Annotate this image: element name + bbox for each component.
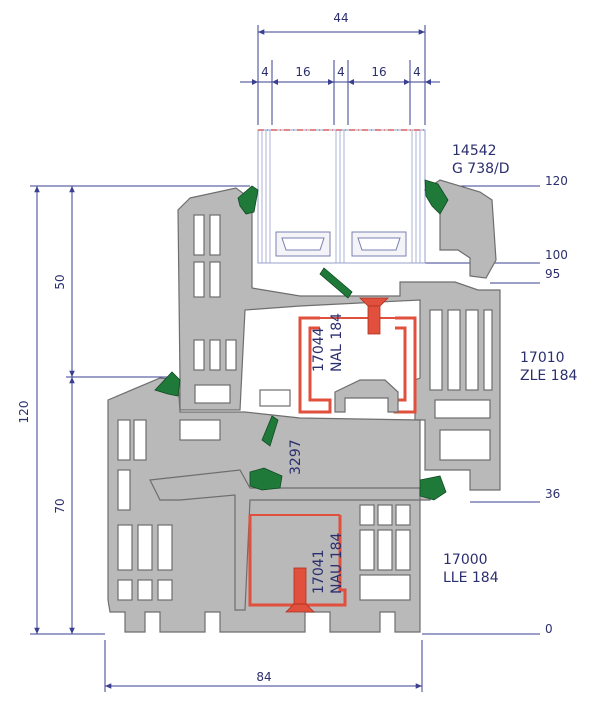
sash-sub-label: ZLE 184 [520, 368, 578, 384]
sash-center-web [334, 379, 399, 413]
frame-reinforcement-sub-label: NAU 184 [329, 532, 345, 594]
gaskets [154, 179, 449, 501]
level-0: 0 [545, 622, 553, 636]
level-100: 100 [545, 248, 568, 262]
frame-reinforcement-code-label: 17041 [311, 549, 327, 594]
sash-code-label: 17010 [520, 350, 565, 366]
glazing-unit [257, 129, 426, 264]
sash-reinforcement-code-label: 17044 [311, 327, 327, 372]
dimension-4-right: 4 [413, 65, 421, 79]
screw-icon [359, 297, 389, 335]
dimension-70: 70 [53, 498, 67, 513]
level-36: 36 [545, 487, 560, 501]
level-95: 95 [545, 267, 560, 281]
dimension-44: 44 [333, 11, 348, 25]
dimension-50: 50 [53, 274, 67, 289]
frame-reinforcement [248, 514, 347, 607]
frame-profile [107, 377, 431, 633]
dimension-120-left: 120 [17, 401, 31, 424]
sash-reinforcement-sub-label: NAL 184 [329, 313, 345, 372]
dimension-16-right: 16 [371, 65, 386, 79]
dimension-4-middle: 4 [337, 65, 345, 79]
dimension-4-left: 4 [261, 65, 269, 79]
screw-icon [285, 567, 315, 613]
level-120: 120 [545, 174, 568, 188]
gasket-code-label: 3297 [288, 439, 304, 475]
glass-code-label: 14542 [452, 143, 497, 159]
frame-sub-label: LLE 184 [443, 570, 499, 586]
dimension-16-left: 16 [295, 65, 310, 79]
glass-sub-label: G 738/D [452, 161, 510, 177]
dimension-lines [30, 25, 540, 692]
dimension-84: 84 [256, 670, 271, 684]
frame-code-label: 17000 [443, 552, 488, 568]
